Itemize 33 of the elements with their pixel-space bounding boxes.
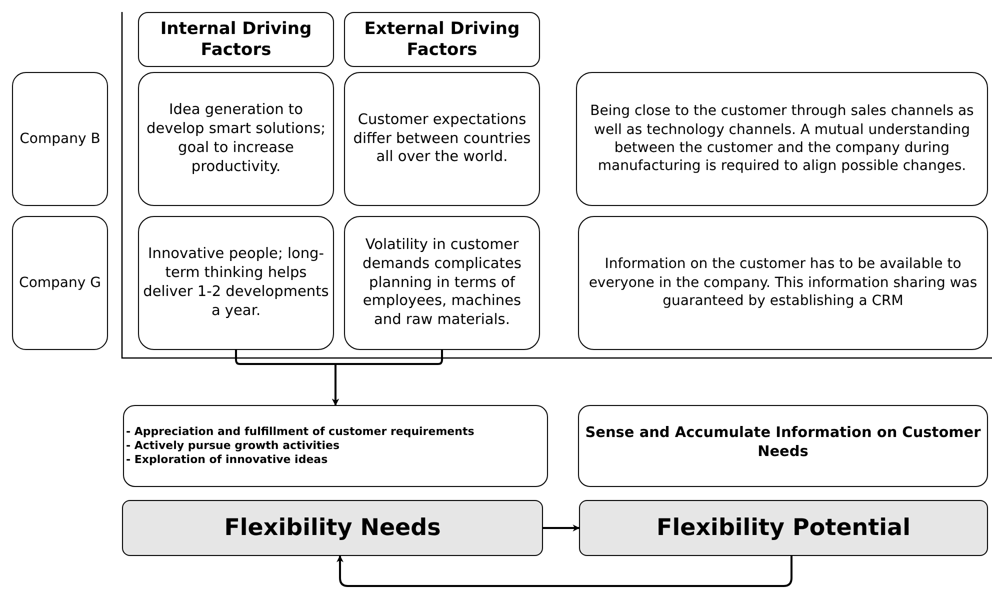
- text-card: [576, 72, 988, 206]
- bullet-item: - Actively pursue growth activities: [126, 438, 340, 454]
- node-text: Flexibility Needs: [224, 515, 441, 541]
- node-text: Information on the customer has to be available to everyone in the company. This information sharing was guaranteed by establishing a CRM: [588, 255, 978, 311]
- process-box: [579, 500, 988, 556]
- node-text: Internal Driving Factors: [159, 19, 313, 60]
- column-header: [138, 12, 334, 67]
- bullet-item: - Appreciation and fulfillment of customer requirements: [126, 424, 474, 439]
- node-text: Company G: [19, 275, 101, 291]
- node-text: External Driving Factors: [363, 19, 521, 60]
- node-text: Customer expectations differ between countries all over the world.: [352, 110, 532, 168]
- node-text: Company B: [20, 131, 100, 147]
- text-card: [344, 72, 540, 206]
- arrow: [543, 524, 580, 532]
- node-text: Flexibility Potential: [656, 515, 910, 541]
- node-text: Volatility in customer demands complicates planning in terms of employees, machines and raw materials.: [362, 236, 522, 330]
- arrow: [336, 555, 792, 587]
- bullet-item: - Exploration of innovative ideas: [126, 453, 328, 468]
- text-card: [578, 216, 988, 350]
- node-text: Idea generation to develop smart solutions; goal to increase productivity.: [145, 101, 327, 177]
- row-label: [12, 216, 108, 350]
- node-text: Innovative people; long-term thinking helps deliver 1-2 developments a year.: [142, 245, 330, 321]
- text-card: [138, 216, 334, 350]
- text-card: [123, 405, 548, 487]
- column-header: [344, 12, 540, 67]
- text-card: [578, 405, 988, 487]
- node-text: Sense and Accumulate Information on Customer Needs: [584, 424, 982, 462]
- process-box: [122, 500, 543, 556]
- node-text: Being close to the customer through sales channels as well as technology channels. A mutual understanding between the customer and the company during manufacturing is required to align possible changes.: [589, 102, 975, 176]
- arrow: [332, 350, 443, 406]
- text-card: [344, 216, 540, 350]
- text-card: [138, 72, 334, 206]
- row-label: [12, 72, 108, 206]
